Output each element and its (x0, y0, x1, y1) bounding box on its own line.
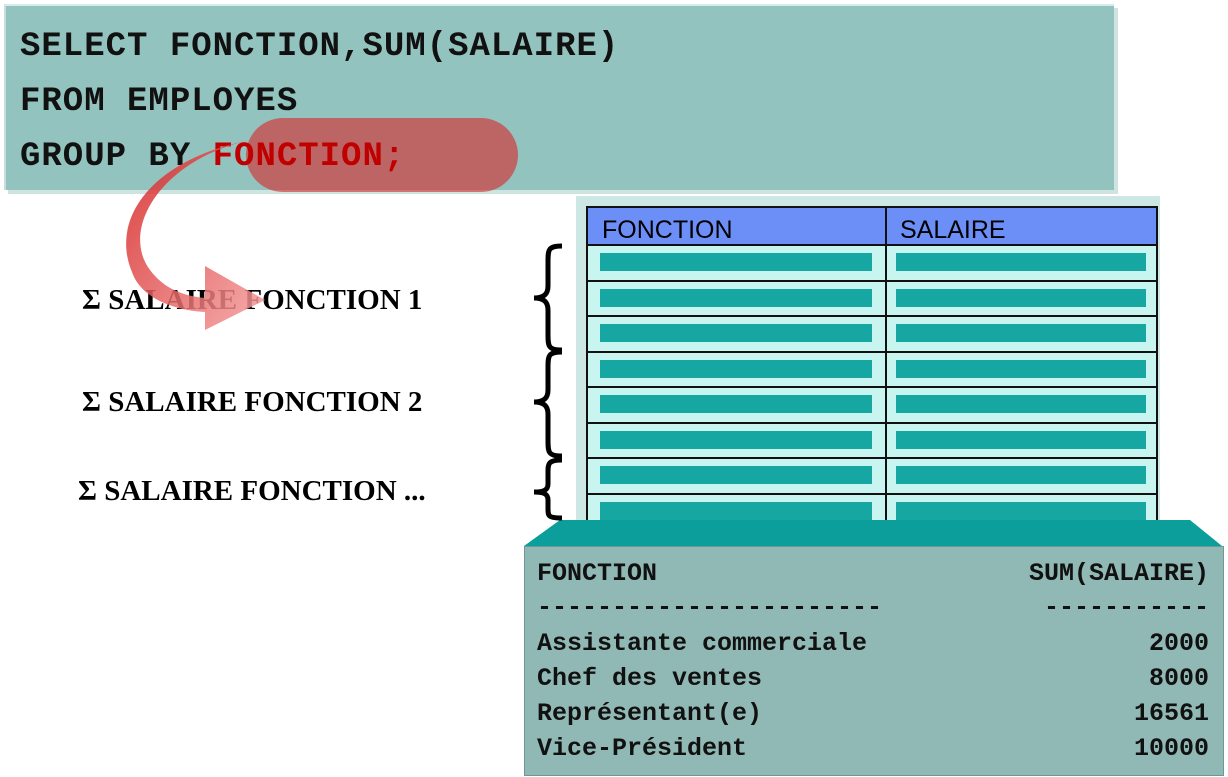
table-cell-placeholder (600, 501, 872, 520)
sql-line-from: FROM EMPLOYES (20, 83, 299, 121)
brace-group-3 (533, 457, 563, 521)
table-cell-placeholder (896, 430, 1146, 449)
table-row-divider (588, 315, 1156, 317)
result-panel: FONCTION SUM(SALAIRE) ------------------… (524, 546, 1224, 776)
table-header-salaire: SALAIRE (900, 216, 1006, 244)
result-separator-2: ----------- (1043, 593, 1209, 622)
result-row-sum: 2000 (1148, 629, 1209, 658)
table-row-divider (588, 350, 1156, 353)
table-cell-placeholder (600, 395, 872, 413)
sql-group-by-keyword: GROUP BY (20, 138, 213, 176)
table-cell-placeholder (600, 430, 872, 449)
table-cell-placeholder (600, 466, 872, 484)
result-row-fonction: Assistante commerciale (537, 629, 868, 658)
table-row-divider (588, 457, 1156, 459)
employes-table: FONCTION SALAIRE (586, 206, 1158, 526)
result-row-fonction: Vice-Président (537, 734, 748, 763)
table-cell-placeholder (600, 253, 872, 271)
sql-line-group-by: GROUP BY FONCTION; (20, 138, 405, 176)
group-by-highlight (246, 118, 518, 192)
table-row-divider (588, 279, 1156, 282)
result-separator-1: ----------------------- (537, 593, 883, 622)
table-cell-placeholder (896, 359, 1146, 378)
table-cell-placeholder (600, 324, 872, 342)
result-row-fonction: Chef des ventes (537, 664, 763, 693)
table-row-divider (588, 421, 1156, 424)
group-label-3: Σ SALAIRE FONCTION ... (78, 475, 426, 507)
result-row-sum: 8000 (1148, 664, 1209, 693)
result-row-sum: 16561 (1133, 699, 1209, 728)
group-label-2: Σ SALAIRE FONCTION 2 (82, 386, 423, 418)
table-cell-placeholder (896, 466, 1146, 484)
table-header: FONCTION SALAIRE (588, 208, 1156, 246)
table-cell-placeholder (600, 288, 872, 307)
table-cell-placeholder (896, 324, 1146, 342)
sql-line-select: SELECT FONCTION,SUM(SALAIRE) (20, 28, 620, 66)
table-cell-placeholder (896, 395, 1146, 413)
table-cell-placeholder (896, 288, 1146, 307)
sql-statement-box: SELECT FONCTION,SUM(SALAIRE) FROM EMPLOY… (4, 4, 1114, 192)
brace-group-2 (533, 349, 563, 459)
result-row-sum: 10000 (1133, 734, 1209, 763)
table-header-fonction: FONCTION (602, 216, 733, 244)
result-header-sum: SUM(SALAIRE) (1028, 559, 1209, 588)
table-row-divider (588, 492, 1156, 495)
result-header-fonction: FONCTION (537, 559, 658, 588)
table-row-divider (588, 386, 1156, 388)
table-column-divider (885, 208, 887, 524)
table-cell-placeholder (896, 253, 1146, 271)
result-row-fonction: Représentant(e) (537, 699, 763, 728)
table-cell-placeholder (896, 501, 1146, 520)
group-arrow (126, 140, 265, 330)
brace-group-1 (533, 243, 563, 353)
table-cell-placeholder (600, 359, 872, 378)
sql-group-by-column: FONCTION; (212, 138, 406, 176)
